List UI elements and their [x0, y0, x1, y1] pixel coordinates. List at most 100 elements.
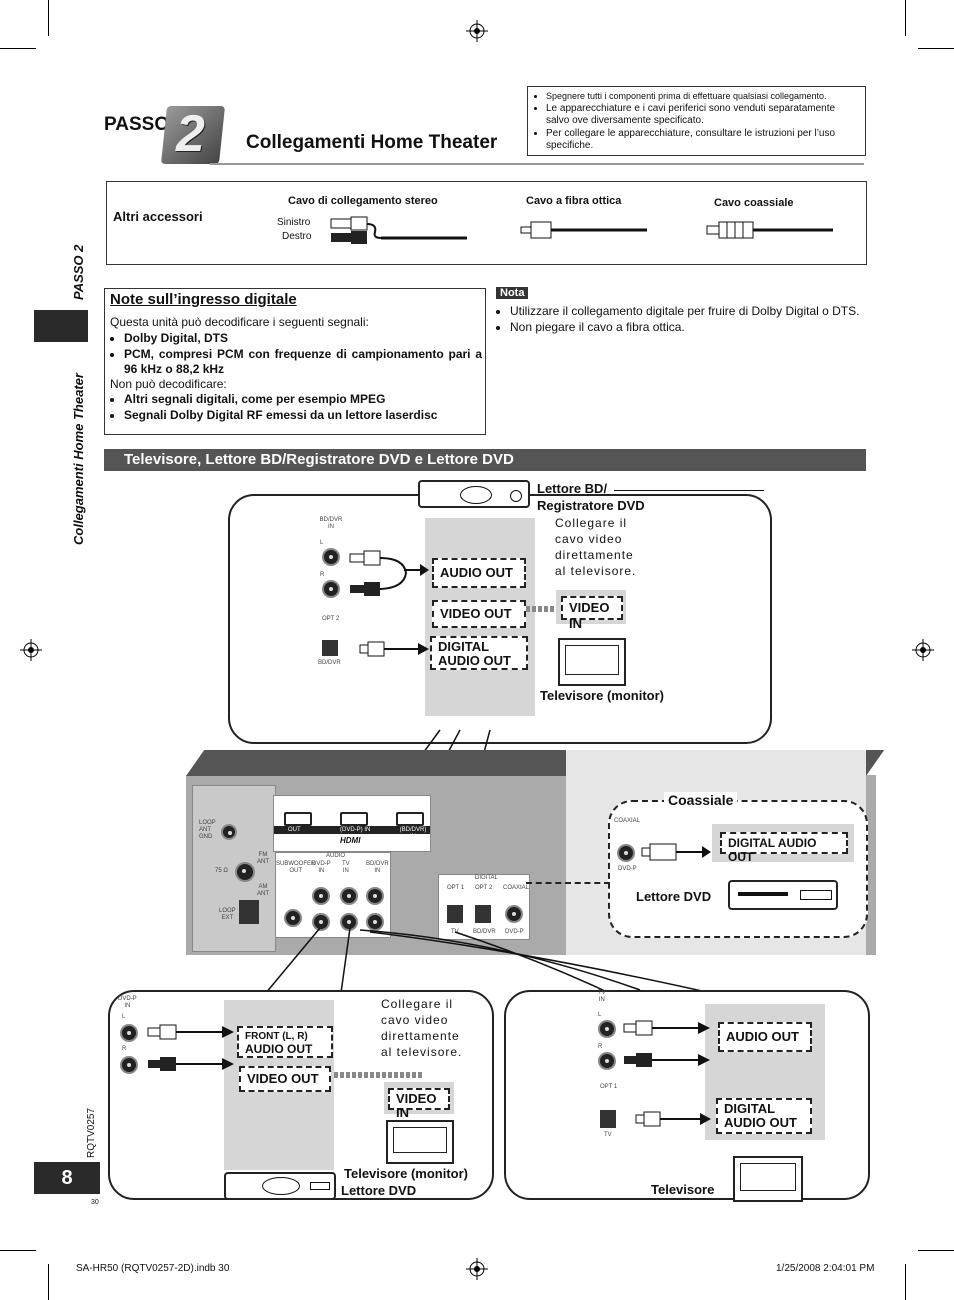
- front-label: FRONT (L, R): [245, 1031, 308, 1042]
- tv-monitor-label: Televisore (monitor): [344, 1166, 469, 1181]
- accessories-box: Altri accessori Cavo di collegamento ste…: [106, 181, 867, 265]
- coaxial-title: Coassiale: [664, 792, 738, 808]
- crop-mark: [48, 0, 49, 36]
- title-rule: [210, 163, 864, 165]
- warnings-box: Spegnere tutti i componenti prima di eff…: [527, 86, 866, 156]
- crop-mark: [905, 0, 906, 36]
- dvd-player-icon: [728, 880, 838, 910]
- bddvr-in-label: BD/DVR IN: [366, 861, 389, 874]
- optical-plug-icon: [359, 641, 429, 657]
- digital-note-intro: Questa unità può decodificare i seguenti…: [110, 315, 369, 329]
- r-label: R: [320, 572, 325, 578]
- nota-label: Nota: [496, 287, 529, 299]
- crop-mark: [48, 1264, 49, 1300]
- hdmi-logo: HDMI: [340, 836, 361, 845]
- warning-item: Per collegare le apparecchiature, consul…: [546, 128, 861, 153]
- dvdp-in-small-label: DVD-P IN: [118, 996, 137, 1009]
- optical-jack-icon: [600, 1110, 616, 1128]
- nota-item: Utilizzare il collegamento digitale per …: [510, 303, 866, 319]
- tv-monitor-icon: [386, 1120, 454, 1164]
- coaxial-cable-icon: [706, 221, 833, 239]
- coaxial-label: COAXIAL: [503, 885, 530, 891]
- tv-label: Televisore: [651, 1182, 715, 1197]
- section-bar: Televisore, Lettore BD/Registratore DVD …: [104, 449, 866, 471]
- page-title: Collegamenti Home Theater: [246, 132, 498, 153]
- page-number: 8: [34, 1162, 100, 1194]
- dvd-player-label: Lettore DVD: [341, 1183, 417, 1198]
- crop-mark: [918, 48, 954, 49]
- subwoofer-jack-icon: [284, 909, 302, 927]
- bddvr-l-jack-icon: [366, 887, 384, 905]
- digital-audio-out-label: DIGITAL AUDIO OUT: [716, 1098, 812, 1134]
- video-cable-dotted: [334, 1072, 424, 1078]
- registration-mark-icon: [466, 1258, 488, 1280]
- am-terminal-icon: [239, 900, 259, 924]
- dvd-player-icon: [224, 1172, 336, 1200]
- tv-small-label: TV: [604, 1132, 612, 1138]
- optical-jack-icon: [322, 640, 338, 656]
- l-label: L: [320, 540, 324, 546]
- optical-cable-icon: [520, 221, 647, 239]
- r-jack-icon: [322, 580, 340, 598]
- warning-item: Le apparecchiature e i cavi periferici s…: [546, 103, 861, 128]
- dvd-player-label: Lettore DVD: [636, 889, 712, 904]
- bddvr-r-jack-icon: [366, 913, 384, 931]
- coax-digital-out-label: DIGITAL AUDIO OUT: [720, 832, 848, 864]
- registration-mark-icon: [912, 639, 934, 661]
- dvdp-l-jack-icon: [312, 887, 330, 905]
- coaxial-panel: [608, 800, 868, 938]
- warning-item: Spegnere tutti i componenti prima di eff…: [546, 90, 861, 103]
- video-cable-dotted: [526, 606, 562, 612]
- footer-date: 1/25/2008 2:04:01 PM: [776, 1263, 875, 1274]
- loop-ext-label: LOOP EXT: [219, 908, 236, 921]
- ohm-label: 75 Ω: [215, 868, 228, 874]
- opt2-label: OPT 2: [322, 616, 340, 622]
- tv-monitor-label: Televisore (monitor): [540, 688, 665, 703]
- optical-cable-label: Cavo a fibra ottica: [526, 195, 622, 207]
- callout-lines: [259, 927, 721, 1001]
- tv-l-jack-icon: [340, 887, 358, 905]
- digital-in-area: DIGITAL OPT 1 OPT 2 COAXIAL TV BD/DVR DV…: [438, 874, 530, 940]
- digital-audio-out-label: DIGITAL AUDIO OUT: [430, 636, 528, 670]
- crop-mark: [0, 1250, 36, 1251]
- sidebar-tab: [34, 310, 88, 342]
- r-jack-icon: [120, 1056, 138, 1074]
- r-label: R: [122, 1046, 127, 1052]
- video-out-label: VIDEO OUT: [239, 1066, 331, 1092]
- tv-icon: [733, 1156, 803, 1202]
- bd-recorder-icon: [418, 480, 530, 508]
- arrow-icon: [404, 564, 429, 576]
- registration-mark-icon: [466, 20, 488, 42]
- r-label: R: [598, 1044, 603, 1050]
- stereo-plug-icon: [349, 550, 408, 596]
- video-in-label: VIDEO IN: [388, 1088, 450, 1120]
- video-in-label: VIDEO IN: [561, 596, 623, 631]
- digital-label: DIGITAL: [475, 875, 498, 881]
- loop-ant-label: LOOP ANT GND: [199, 820, 216, 840]
- dvdp-small-label: DVD-P: [618, 866, 637, 872]
- bd-recorder-label: Lettore BD/ Registratore DVD: [537, 481, 645, 513]
- gnd-terminal-icon: [221, 824, 237, 840]
- coaxial-plug-icon: [641, 843, 711, 861]
- opt1-label: OPT 1: [600, 1084, 618, 1090]
- coaxial-cable-label: Cavo coassiale: [714, 197, 794, 209]
- coaxial-small-label: COAXIAL: [614, 818, 641, 824]
- step-word: PASSO: [104, 114, 170, 135]
- hdmi-out-label: OUT: [288, 827, 301, 833]
- bddvr-label: BD/DVR: [473, 929, 496, 935]
- audio-out-label: AUDIO OUT: [245, 1042, 313, 1056]
- decodable-item: PCM, compresi PCM con frequenze di campi…: [124, 347, 482, 378]
- video-out-label: VIDEO OUT: [432, 600, 526, 628]
- not-decodable-item: Segnali Dolby Digital RF emessi da un le…: [124, 408, 482, 424]
- not-decodable-item: Altri segnali digitali, come per esempio…: [124, 392, 482, 408]
- r-jack-icon: [598, 1052, 616, 1070]
- stereo-cable-icon: [330, 216, 467, 244]
- dvdp-r-jack-icon: [312, 913, 330, 931]
- dvdp-in-label: DVD-P IN: [312, 861, 331, 874]
- bd-dvr-in-label: BD/DVR IN: [319, 517, 343, 530]
- audio-label: AUDIO: [326, 853, 346, 859]
- hdmi-dvdp-label: (DVD-P) IN: [340, 827, 371, 833]
- l-label: L: [122, 1014, 126, 1020]
- stereo-plug-icon: [147, 1024, 234, 1071]
- stereo-cable-label: Cavo di collegamento stereo: [288, 195, 438, 207]
